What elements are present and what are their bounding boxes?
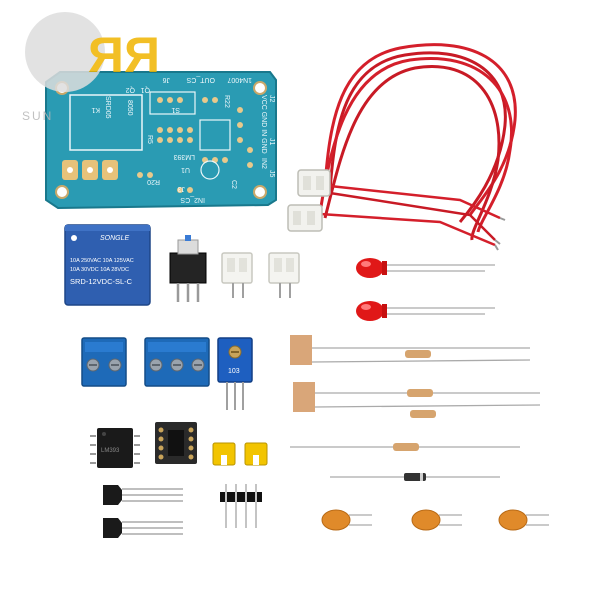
led-red-2	[356, 301, 495, 321]
pcb-board: J6 OUT_CS 1N4007 VCC GND IN GND J2 J1 J5…	[45, 71, 277, 210]
pcb-label-s1: S1	[171, 106, 180, 113]
pcb-label-u1: U1	[181, 166, 190, 173]
push-button-switch	[169, 235, 207, 302]
pcb-label-vcc-gnd: VCC GND IN GND	[260, 95, 267, 154]
pcb-label-q2: Q2	[126, 86, 135, 93]
pcb-label-k1: K1	[91, 106, 100, 113]
terminal-block-3pin	[144, 337, 210, 387]
pcb-label-j3: J3	[178, 185, 186, 192]
jst-connector-upper	[297, 169, 331, 197]
ic-socket	[155, 422, 197, 464]
resistor-3	[290, 443, 520, 451]
transistor-2	[103, 518, 183, 538]
relay-module: SONGLE 10A 250VAC 10A 125VAC 10A 30VDC 1…	[64, 224, 151, 306]
pcb-label-j6: J6	[163, 76, 171, 83]
pcb-label-r22: R22	[223, 95, 230, 108]
trimmer-potentiometer: 103	[217, 337, 253, 410]
pcb-label-in2-cs: IN2_CS	[180, 196, 205, 203]
relay-spec-line2: 10A 30VDC 10A 28VDC	[70, 267, 129, 273]
jumper-cap-1	[212, 442, 236, 466]
ceramic-capacitor-2	[411, 509, 462, 531]
pcb-label-out-cs: OUT_CS	[186, 76, 215, 83]
transistor-1	[103, 485, 183, 505]
pcb-label-q1: Q1	[141, 86, 150, 93]
jst-connector-lower	[287, 204, 323, 232]
resistor-1	[290, 335, 531, 365]
pcb-label-j5: J5	[268, 170, 275, 178]
terminal-block-2pin	[81, 337, 127, 387]
relay-model: SRD-12VDC-SL-C	[70, 277, 133, 286]
pcb-label-j2: J2	[268, 95, 275, 103]
wire-harness	[287, 43, 517, 251]
pcb-label-c2: C2	[230, 180, 237, 189]
trimmer-label: 103	[228, 368, 240, 375]
ic-label: LM393	[101, 448, 120, 454]
pcb-label-r5: R5	[146, 135, 153, 144]
watermark-logo-letters: RR	[88, 27, 160, 83]
pcb-label-1n4007: 1N4007	[227, 76, 252, 83]
diode	[330, 473, 500, 481]
pcb-label-in2: IN2	[260, 158, 267, 169]
pin-header-white-2	[268, 252, 300, 298]
ceramic-capacitor-1	[321, 509, 372, 531]
relay-spec-line1: 10A 250VAC 10A 125VAC	[70, 258, 134, 264]
pin-header-white-1	[221, 252, 253, 298]
pcb-label-j1: J1	[268, 138, 275, 146]
relay-brand: SONGLE	[100, 235, 130, 242]
pcb-label-lm393: LM393	[173, 153, 195, 160]
pin-header-4pin	[220, 484, 262, 528]
pcb-label-r20: R20	[147, 178, 160, 185]
watermark-logo: RR SUN	[22, 12, 160, 123]
pcb-label-relay-side: SRD05	[104, 96, 111, 119]
led-red-1	[356, 258, 495, 278]
jumper-cap-2	[244, 442, 268, 466]
watermark-sub-text: SUN	[22, 109, 53, 123]
ic-chip: LM393	[90, 428, 140, 468]
pcb-label-8050: 8050	[126, 100, 133, 116]
ceramic-capacitor-3	[498, 509, 549, 531]
resistor-2	[293, 382, 541, 418]
